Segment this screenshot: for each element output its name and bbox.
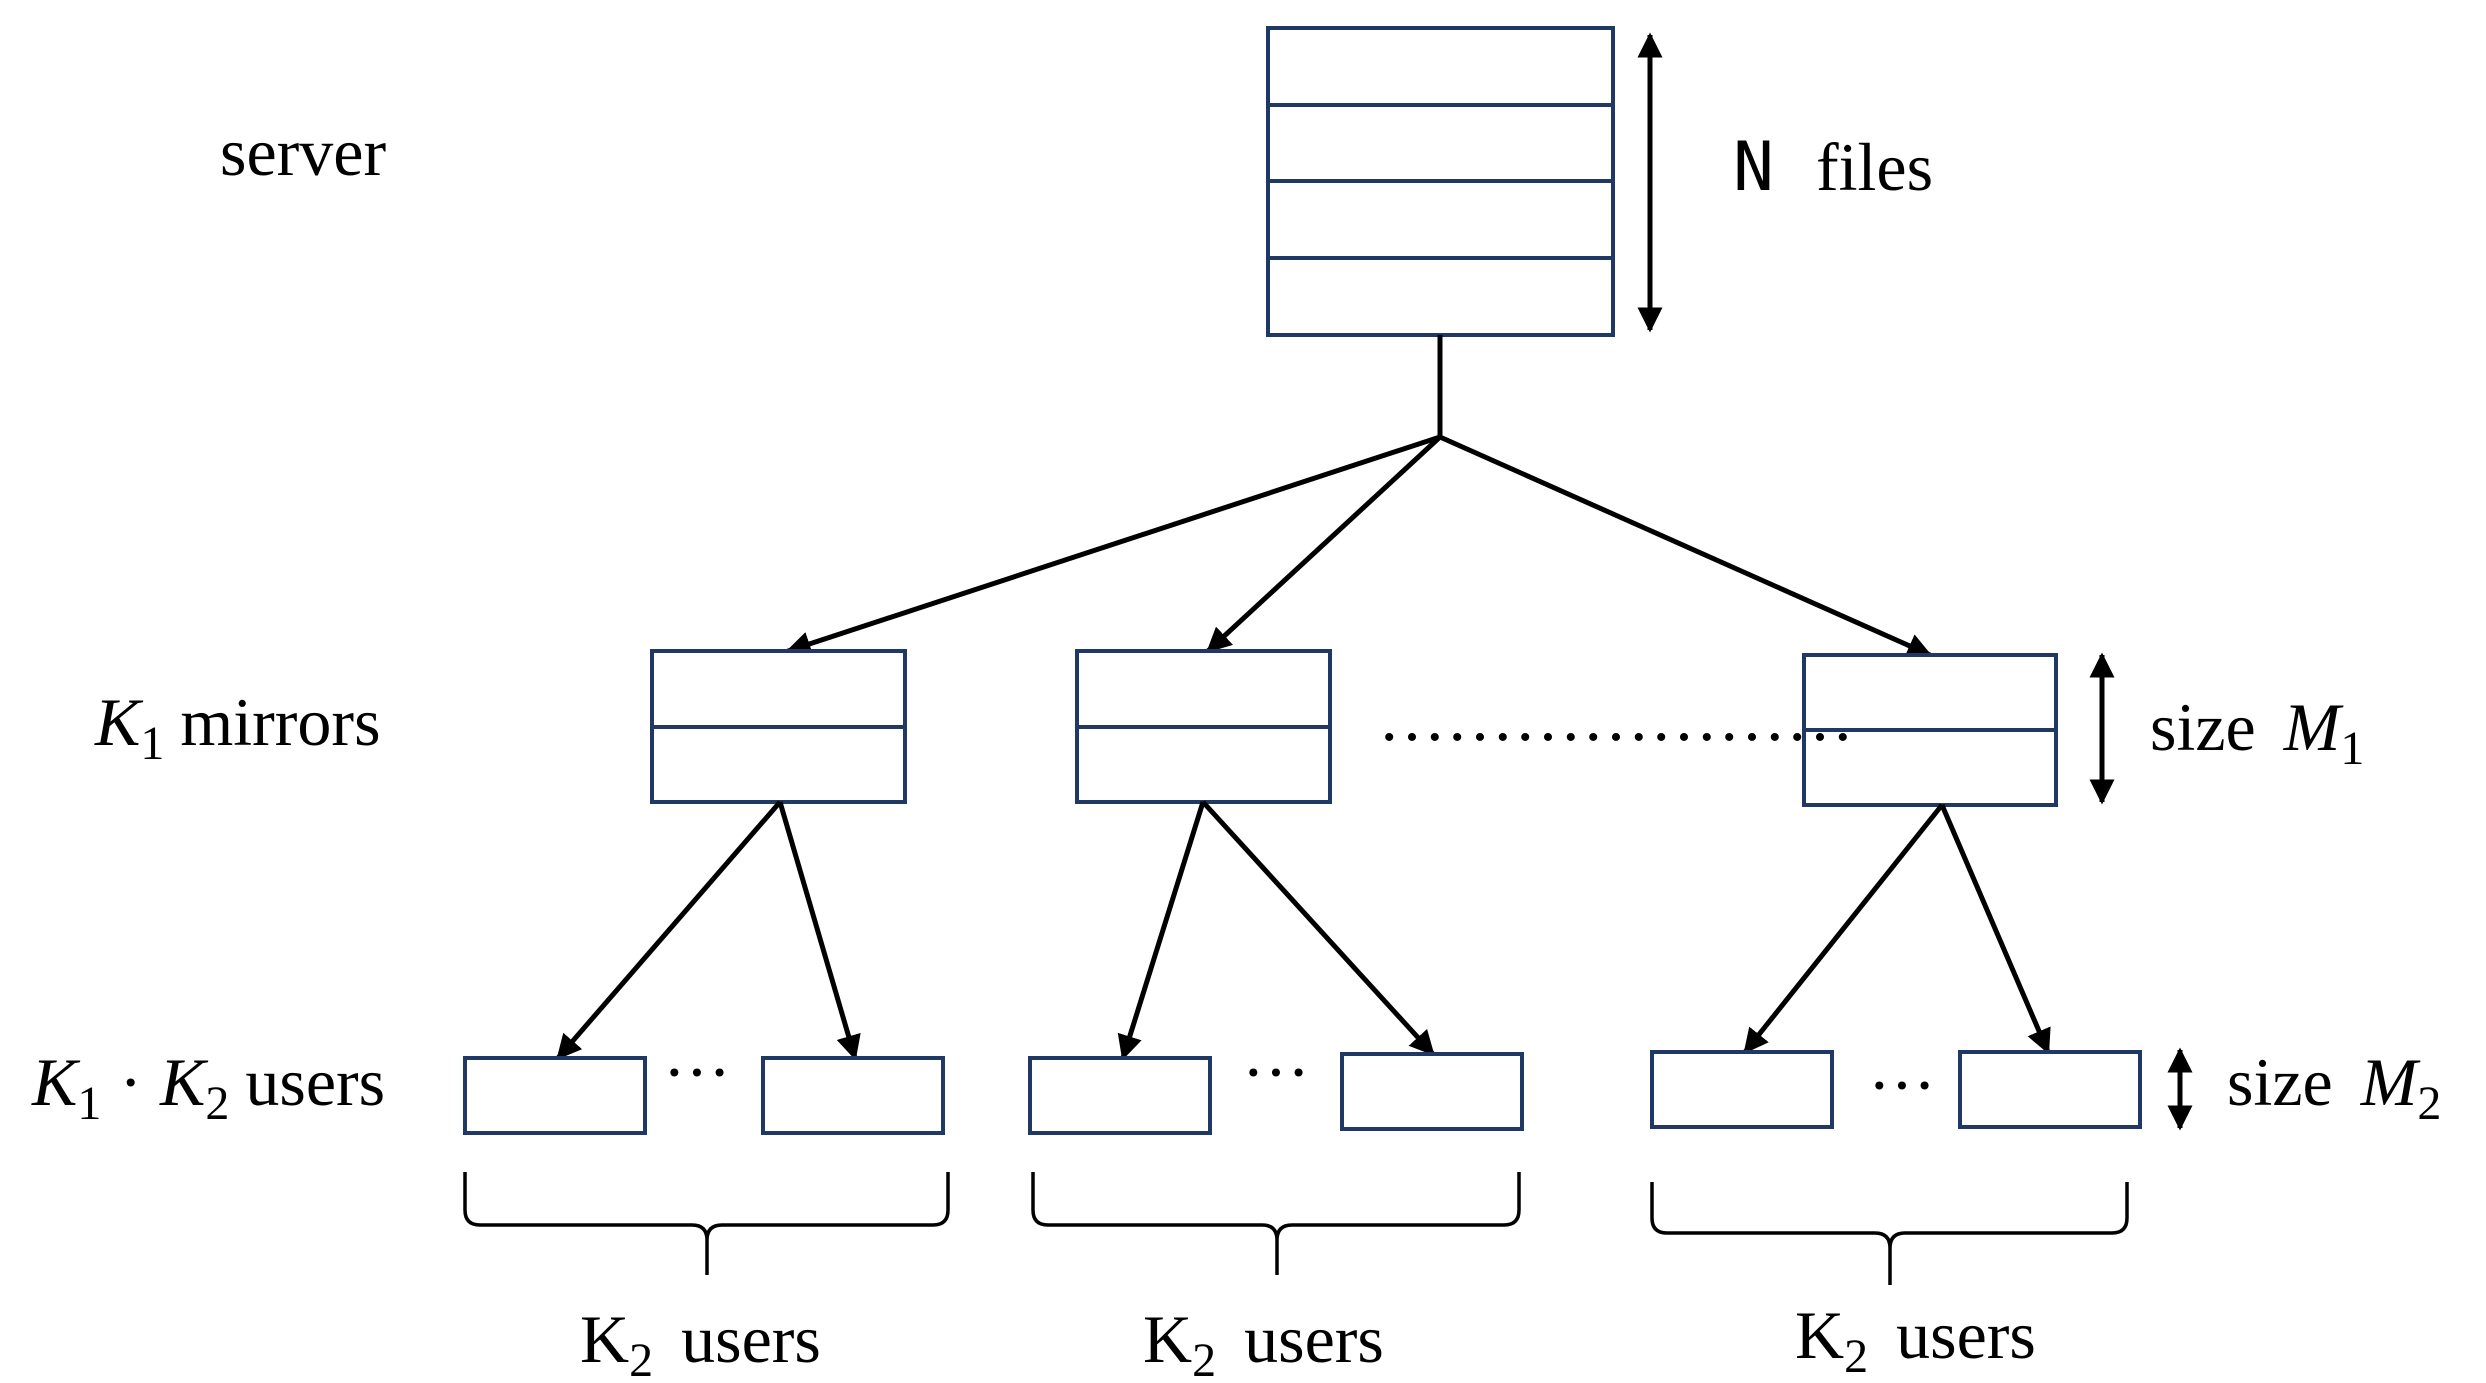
users-ellipsis: ··· — [1868, 1047, 1936, 1123]
k2-subscript: 2 — [205, 1077, 229, 1130]
size-word: size — [2227, 1044, 2333, 1120]
mirror-to-user-arrow — [1117, 801, 1206, 1061]
mirrors-ellipsis: ………………… — [1378, 679, 1854, 755]
user-cache — [1340, 1052, 1524, 1131]
server-to-mirror-arrow — [785, 434, 1441, 656]
mirror-to-user-arrow — [556, 800, 782, 1060]
group-brace — [463, 1172, 950, 1275]
server-label: server — [220, 114, 386, 190]
mirror-box — [1802, 653, 2058, 807]
user-cache — [463, 1056, 647, 1135]
mirror-to-user-arrow — [1939, 804, 2051, 1055]
server-to-mirror-arrow — [1206, 435, 1442, 653]
k-symbol: K — [1795, 1297, 1844, 1373]
users-word: users — [245, 1044, 385, 1120]
user-cache — [1650, 1050, 1834, 1129]
mirror-box — [1075, 649, 1332, 804]
m-symbol: M — [2360, 1044, 2421, 1120]
m1-size-label: size M1 — [2150, 689, 2364, 775]
user-cache — [1028, 1056, 1212, 1135]
server-box — [1266, 26, 1615, 337]
users-word: users — [681, 1301, 821, 1377]
k-subscript: 2 — [629, 1334, 653, 1383]
mirror-to-user-arrow — [1743, 803, 1944, 1054]
mirror-box — [650, 649, 907, 804]
user-cache — [761, 1056, 945, 1135]
users-ellipsis: ··· — [1242, 1034, 1310, 1110]
k-symbol: K — [94, 684, 144, 760]
m-symbol: M — [2283, 689, 2344, 765]
k-symbol: K — [580, 1301, 629, 1377]
group-brace — [1031, 1172, 1521, 1275]
size-word: size — [2150, 689, 2256, 765]
n-files-label: N files — [1733, 128, 1933, 207]
k-subscript: 2 — [1844, 1330, 1868, 1383]
users-ellipsis: ··· — [663, 1034, 731, 1110]
users-word: users — [1896, 1297, 2036, 1373]
mirror-to-user-arrow — [1201, 800, 1435, 1056]
m-subscript: 1 — [2340, 722, 2364, 775]
k1-subscript: 1 — [77, 1077, 101, 1130]
m-subscript: 2 — [2417, 1077, 2441, 1130]
k2-symbol: K — [159, 1044, 209, 1120]
mirrors-label: K1 mirrors — [94, 684, 381, 770]
k-symbol: K — [1143, 1301, 1192, 1377]
group-brace — [1650, 1182, 2129, 1285]
mirror-to-user-arrow — [777, 801, 861, 1061]
multiply-dot: · — [119, 1044, 142, 1120]
m2-size-label: size M2 — [2227, 1044, 2441, 1130]
k1-symbol: K — [31, 1044, 81, 1120]
files-word: files — [1816, 129, 1933, 205]
mirrors-word: mirrors — [180, 684, 380, 760]
user-cache — [1958, 1050, 2142, 1129]
group-label: K2 users — [1795, 1297, 2036, 1383]
k-subscript: 2 — [1192, 1334, 1216, 1383]
group-label: K2 users — [1143, 1301, 1384, 1383]
users-word: users — [1244, 1301, 1384, 1377]
group-label: K2 users — [580, 1301, 821, 1383]
server-to-mirror-arrow — [1438, 434, 1933, 658]
k-subscript: 1 — [140, 717, 164, 770]
n-symbol: N — [1733, 128, 1774, 207]
